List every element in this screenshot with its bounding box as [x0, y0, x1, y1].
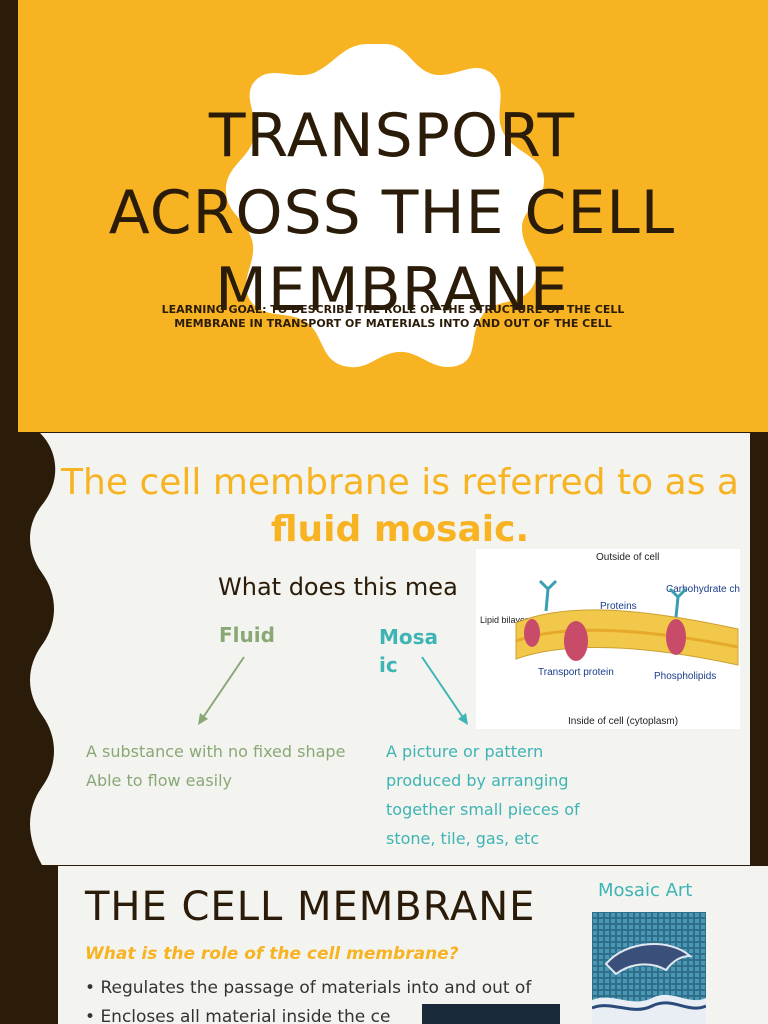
scalloped-badge [226, 44, 544, 368]
membrane-diagram: Outside of cell Carbohydrate chains Prot… [476, 549, 750, 729]
transport-protein-shape [564, 621, 588, 661]
label-phospholipids: Phospholipids [654, 671, 716, 682]
slide3-title: THE CELL MEMBRANE [85, 884, 536, 930]
mosaic-definition: A picture or pattern produced by arrangi… [386, 742, 580, 848]
title-line-1: TRANSPORT [208, 101, 576, 171]
fluid-label: Fluid [219, 623, 275, 647]
bullet-1: Regulates the passage of materials into … [85, 974, 605, 1003]
mosaic-arrowhead [458, 713, 468, 725]
cell-photo [422, 1004, 560, 1024]
left-accent-bar [0, 0, 18, 432]
fluid-mosaic-headline: The cell membrane is referred to as a fl… [60, 459, 740, 553]
label-proteins: Proteins [600, 601, 637, 612]
role-bullets: Regulates the passage of materials into … [85, 974, 605, 1024]
fluid-definition: A substance with no fixed shape Able to … [86, 737, 346, 795]
mosaic-art-label: Mosaic Art [598, 880, 693, 901]
fluid-def-line-1: A substance with no fixed shape [86, 742, 346, 761]
fluid-arrowhead [198, 713, 208, 725]
mosaic-label: Mosaic [379, 625, 439, 677]
presentation-title: TRANSPORT ACROSS THE CELL MEMBRANE [60, 98, 724, 329]
definition-arrows [198, 656, 468, 725]
headline-bold: fluid mosaic. [270, 509, 530, 550]
wavy-left-border [0, 433, 56, 865]
label-inside: Inside of cell (cytoplasm) [568, 716, 678, 727]
title-line-2: ACROSS THE CELL [108, 178, 676, 248]
dolphin-icon [604, 943, 693, 976]
fluid-def-line-2: Able to flow easily [86, 771, 233, 790]
mosaic-dolphin-image [592, 912, 706, 1024]
fluid-mosaic-slide: The cell membrane is referred to as a fl… [0, 433, 750, 865]
cell-membrane-slide: THE CELL MEMBRANE What is the role of th… [0, 866, 768, 1024]
left-accent-bar-3 [0, 866, 58, 1024]
title-slide: TRANSPORT ACROSS THE CELL MEMBRANE LEARN… [0, 0, 768, 432]
role-question: What is the role of the cell membrane? [85, 944, 459, 964]
label-lipid: Lipid bilayer [480, 615, 528, 625]
title-line-3: MEMBRANE [215, 255, 569, 325]
headline-text: The cell membrane is referred to as a [61, 462, 739, 503]
learning-goal: LEARNING GOAL: TO DESCRIBE THE ROLE OF T… [161, 303, 625, 330]
label-carbohydrate: Carbohydrate chains [666, 584, 740, 595]
bullet-2: Encloses all material inside the ce [85, 1003, 605, 1024]
meaning-question: What does this mea [218, 573, 458, 601]
label-transport: Transport protein [538, 667, 614, 678]
label-outside: Outside of cell [596, 552, 659, 563]
